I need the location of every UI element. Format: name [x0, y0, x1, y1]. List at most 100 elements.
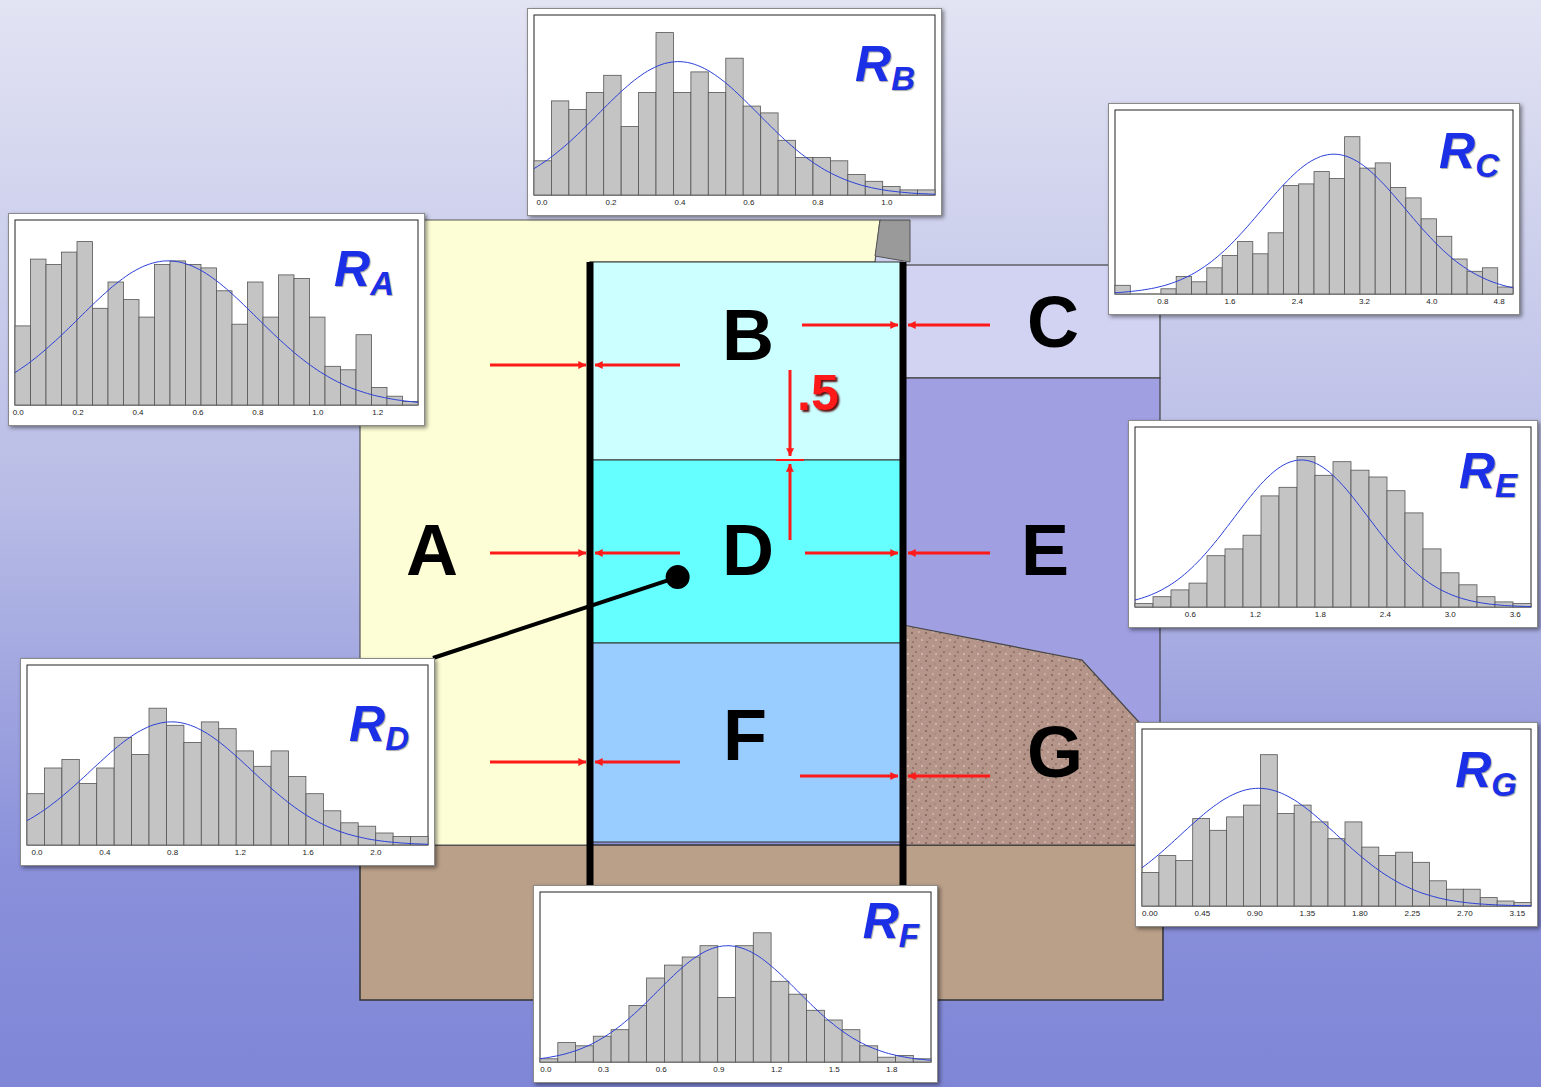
histogram-bar	[708, 92, 725, 195]
cell-lower-fill	[590, 643, 903, 842]
axis-tick-label: 3.15	[1510, 910, 1526, 918]
histogram-panel: RB0.00.20.40.60.81.0	[527, 8, 942, 216]
histogram-bar	[341, 370, 357, 405]
axis-tick-label: 0.00	[1142, 910, 1158, 918]
axis-tick-label: 1.6	[303, 849, 314, 857]
histogram-panel: RE0.61.21.82.43.03.6	[1128, 420, 1538, 628]
histogram-title: RA	[334, 244, 394, 300]
histogram-bar	[1171, 590, 1189, 607]
histogram-bar	[1238, 242, 1253, 294]
histogram-bar	[1441, 573, 1459, 607]
histogram-bar	[813, 157, 830, 195]
histogram-bar	[1430, 881, 1447, 906]
histogram-bar	[1387, 491, 1405, 607]
histogram-bar	[219, 729, 236, 845]
histogram-bar	[540, 1059, 558, 1062]
histogram-bar	[848, 175, 865, 196]
histogram-bar	[108, 282, 124, 405]
pressure-arrows	[490, 325, 990, 776]
histogram-bar	[682, 957, 700, 1062]
plot-frame	[540, 892, 931, 1062]
histogram-bar	[294, 279, 310, 406]
axis-tick-label: 1.0	[312, 409, 323, 417]
histogram-bar	[323, 811, 340, 845]
lower-water-region	[903, 378, 1160, 845]
histogram-bar	[1283, 186, 1298, 294]
histogram-panel: RG0.000.450.901.351.802.252.703.15	[1135, 722, 1538, 927]
leader-stroke	[433, 577, 678, 658]
histogram-bar	[149, 708, 166, 845]
histogram-bar	[184, 742, 201, 845]
histogram-title: RF	[863, 896, 919, 952]
histogram-title: RG	[1455, 745, 1517, 801]
histogram-bar	[232, 324, 248, 405]
histogram-title: RB	[855, 39, 915, 95]
histogram-bar	[1329, 179, 1344, 294]
axis-tick-label: 0.4	[132, 409, 143, 417]
axis-tick-label: 1.5	[829, 1066, 840, 1074]
histogram-bar	[534, 161, 551, 195]
cell-middle-fill	[590, 460, 903, 643]
histogram-bar	[1446, 889, 1463, 906]
histogram-bar	[1333, 462, 1351, 607]
histogram-bar	[254, 766, 271, 845]
axis-tick-label: 0.6	[1185, 611, 1196, 619]
histogram-bar	[1345, 137, 1360, 294]
axis-tick-label: 0.8	[167, 849, 178, 857]
histogram-bar	[46, 264, 62, 405]
histogram-bar	[1268, 233, 1283, 294]
axis-tick-label: 0.0	[31, 849, 42, 857]
histogram-bar	[796, 157, 813, 195]
leader-dot	[666, 565, 690, 589]
histogram-bar	[830, 161, 847, 195]
histogram-bar	[201, 268, 217, 405]
plot-frame	[1115, 110, 1513, 294]
plot-frame	[27, 665, 428, 845]
histogram-bar	[1379, 856, 1396, 906]
soil-zone: G	[905, 625, 1160, 845]
region-letter: D	[722, 514, 774, 586]
histogram-bar	[824, 1020, 842, 1062]
histogram-bar	[1161, 289, 1176, 294]
histogram-bar	[700, 946, 718, 1062]
histogram-title: RE	[1459, 446, 1517, 502]
histogram-bar	[576, 1046, 594, 1062]
region-letter: G	[1027, 716, 1083, 788]
plot-frame	[1135, 427, 1531, 607]
wall-left	[587, 262, 594, 886]
histogram-bar	[248, 282, 264, 405]
histogram-bar	[1243, 535, 1261, 607]
plot-frame	[15, 220, 418, 405]
histogram-bar	[44, 768, 61, 845]
histogram-bar	[1135, 604, 1153, 607]
axis-tick-label: 0.45	[1195, 910, 1211, 918]
histogram-bar	[1459, 585, 1477, 607]
histogram-bar	[1369, 477, 1387, 607]
axis-tick-label: 1.6	[1224, 298, 1235, 306]
histogram-bar	[1498, 287, 1513, 294]
axis-tick-label: 2.4	[1380, 611, 1391, 619]
histogram-bars	[15, 242, 418, 405]
histogram-bar	[1227, 817, 1244, 906]
histogram-bar	[586, 92, 603, 195]
histogram-bar	[1362, 847, 1379, 906]
axis-tick-label: 2.4	[1292, 298, 1303, 306]
histogram-bar	[1294, 805, 1311, 906]
axis-tick-label: 1.35	[1300, 910, 1316, 918]
axis-tick-label: 1.80	[1352, 910, 1368, 918]
histogram-bar	[62, 252, 78, 405]
cell-zone: D	[590, 460, 903, 643]
cell-upper-fill	[590, 262, 903, 460]
soil-berm	[903, 625, 1160, 845]
axis-tick-label: 4.8	[1494, 298, 1505, 306]
histogram-bar	[97, 768, 114, 845]
histogram-bar	[1297, 457, 1315, 608]
dimension-label: .5	[797, 368, 839, 418]
histogram-bar	[807, 1010, 825, 1062]
histogram-bar	[236, 751, 253, 845]
histogram-bar	[1413, 862, 1430, 906]
axis-tick-label: 0.9	[713, 1066, 724, 1074]
histogram-bar	[132, 754, 149, 845]
histogram-bar	[1328, 839, 1345, 906]
histogram-bar	[639, 92, 656, 195]
